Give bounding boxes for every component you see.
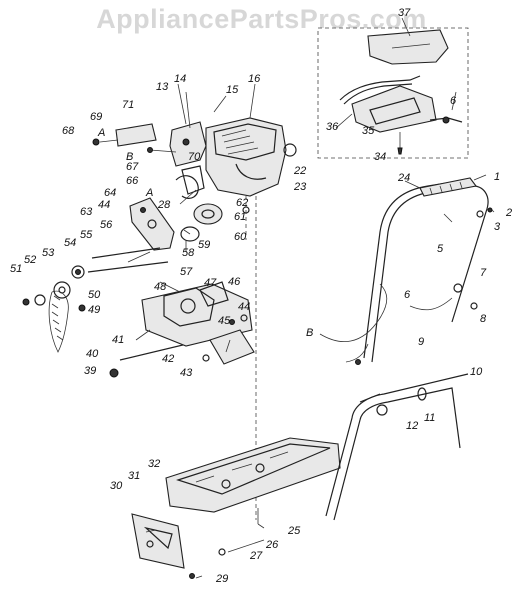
- callout-10: 10: [470, 366, 483, 378]
- callout-52: 52: [24, 254, 36, 266]
- callout-6-inset: 6: [450, 95, 457, 107]
- transmission-housing: [141, 281, 255, 365]
- inset-detail: [317, 27, 469, 159]
- callout-25: 25: [287, 525, 301, 537]
- callout-26: 26: [265, 539, 279, 551]
- callout-A-lower: A: [145, 187, 153, 199]
- callout-24: 24: [397, 172, 410, 184]
- callout-56: 56: [100, 219, 113, 231]
- callout-9: 9: [418, 336, 424, 348]
- base-plate: [165, 437, 341, 513]
- callout-13: 13: [156, 81, 169, 93]
- callout-40: 40: [86, 348, 99, 360]
- callout-34: 34: [374, 151, 386, 163]
- callout-15: 15: [226, 84, 239, 96]
- callout-12: 12: [406, 420, 418, 432]
- pulley-bracket: [129, 197, 175, 251]
- callout-32: 32: [148, 458, 160, 470]
- engine-bracket: [169, 121, 207, 195]
- callout-41: 41: [112, 334, 124, 346]
- callout-46: 46: [228, 276, 241, 288]
- callouts: 1 2 3 5 6 6 7 8 9 10 11 12 13 14 15 16 2…: [10, 7, 512, 585]
- callout-27: 27: [249, 550, 263, 562]
- callout-62: 62: [236, 197, 248, 209]
- callout-11: 11: [424, 412, 435, 424]
- callout-42: 42: [162, 353, 174, 365]
- callout-54: 54: [64, 237, 76, 249]
- callout-61: 61: [234, 211, 246, 223]
- idler-pulleys: [175, 175, 250, 242]
- callout-64: 64: [104, 187, 116, 199]
- callout-44-left: 44: [98, 199, 110, 211]
- callout-14: 14: [174, 73, 186, 85]
- callout-39: 39: [84, 365, 96, 377]
- callout-7: 7: [480, 267, 487, 279]
- callout-55: 55: [80, 229, 93, 241]
- callout-36: 36: [326, 121, 339, 133]
- callout-67: 67: [126, 161, 139, 173]
- callout-48: 48: [154, 281, 167, 293]
- callout-31: 31: [128, 470, 140, 482]
- callout-69: 69: [90, 111, 102, 123]
- callout-30: 30: [110, 480, 123, 492]
- callout-16: 16: [248, 73, 261, 85]
- callout-47: 47: [204, 277, 217, 289]
- callout-68: 68: [62, 125, 75, 137]
- callout-1: 1: [494, 171, 500, 183]
- callout-51: 51: [10, 263, 22, 275]
- callout-50: 50: [88, 289, 101, 301]
- callout-71: 71: [122, 99, 134, 111]
- callout-B-upper: B: [126, 151, 133, 163]
- callout-59: 59: [198, 239, 210, 251]
- callout-23: 23: [293, 181, 307, 193]
- callout-53: 53: [42, 247, 55, 259]
- callout-57: 57: [180, 266, 193, 278]
- callout-66: 66: [126, 175, 139, 187]
- rear-shield: [131, 508, 259, 579]
- callout-B-lower: B: [306, 327, 313, 339]
- callout-8: 8: [480, 313, 487, 325]
- callout-43: 43: [180, 367, 193, 379]
- callout-6: 6: [404, 289, 411, 301]
- callout-29: 29: [215, 573, 228, 585]
- callout-5: 5: [437, 243, 444, 255]
- watermark: AppliancePartsPros.com: [96, 4, 427, 34]
- callout-37: 37: [398, 7, 411, 19]
- callout-35: 35: [362, 125, 375, 137]
- callout-22: 22: [293, 165, 306, 177]
- handle-assembly: [319, 177, 493, 521]
- leader-lines: [127, 17, 495, 579]
- callout-58: 58: [182, 247, 195, 259]
- callout-63: 63: [80, 206, 93, 218]
- callout-3: 3: [494, 221, 501, 233]
- cable-bracket-71: [92, 123, 177, 153]
- callout-45: 45: [218, 315, 231, 327]
- callout-44-right: 44: [238, 301, 250, 313]
- callout-60: 60: [234, 231, 247, 243]
- callout-70: 70: [188, 151, 201, 163]
- callout-28: 28: [157, 199, 171, 211]
- callout-A-upper: A: [97, 127, 105, 139]
- chain-and-sprockets: [22, 265, 86, 353]
- callout-49: 49: [88, 304, 100, 316]
- callout-2: 2: [505, 207, 512, 219]
